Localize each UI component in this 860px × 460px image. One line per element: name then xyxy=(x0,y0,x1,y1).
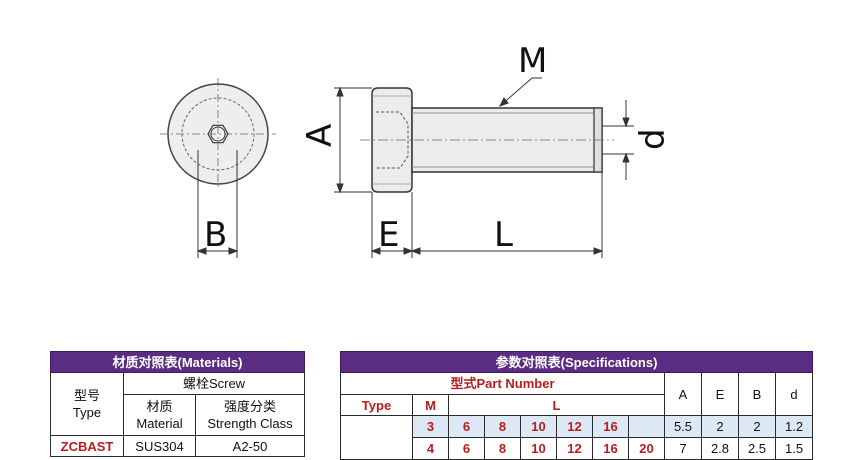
specs-e-header: E xyxy=(701,372,739,416)
e-arrow-left xyxy=(370,247,381,255)
e-arrow-right xyxy=(403,247,414,255)
specs-row-l xyxy=(628,415,665,438)
materials-table: 材质对照表(Materials) 型号 Type 螺栓Screw 材质 Mate… xyxy=(49,351,306,457)
specs-row-l: 8 xyxy=(484,437,521,460)
b-label: B xyxy=(204,215,227,255)
specs-row-m: 3 xyxy=(412,415,449,438)
materials-screw-header: 螺栓Screw xyxy=(122,372,306,395)
specs-row-d: 1.5 xyxy=(774,437,814,460)
specs-row-type xyxy=(340,415,413,460)
specs-row-b: 2 xyxy=(738,415,776,438)
side-view xyxy=(360,87,614,193)
specs-row-l: 8 xyxy=(484,415,521,438)
b-arrow-right xyxy=(228,247,239,255)
specs-row-a: 7 xyxy=(664,437,702,460)
specs-header-row: 型式Part Number A E B d xyxy=(340,372,814,416)
m-leader-arrow xyxy=(498,97,509,107)
specs-row-l: 10 xyxy=(520,437,557,460)
specs-title: 参数对照表(Specifications) xyxy=(339,351,814,373)
specs-row-d: 1.2 xyxy=(774,415,814,438)
l-arrow-right xyxy=(593,247,604,255)
specs-row-l: 12 xyxy=(556,415,593,438)
specs-row: 3 6 8 10 12 16 5.5 2 2 1.2 xyxy=(340,415,814,460)
specs-row-m: 4 xyxy=(412,437,449,460)
specs-title-row: 参数对照表(Specifications) xyxy=(339,351,814,373)
b-arrow-left xyxy=(196,247,207,255)
specs-row-l: 6 xyxy=(448,437,485,460)
specs-row-l: 20 xyxy=(628,437,665,460)
specs-row-b: 2.5 xyxy=(738,437,776,460)
specs-d-header: d xyxy=(774,372,814,416)
dimensions xyxy=(334,77,634,258)
a-arrow-bottom xyxy=(336,183,344,194)
e-label: E xyxy=(378,215,399,255)
materials-type-header: 型号 Type xyxy=(50,372,124,436)
materials-row-material: SUS304 xyxy=(123,435,196,457)
materials-row: ZCBAST SUS304 A2-50 xyxy=(50,435,306,457)
materials-subheader-row: 材质 Material 强度分类 Strength Class xyxy=(51,394,306,436)
specs-row-l: 12 xyxy=(556,437,593,460)
specs-row-l: 16 xyxy=(592,415,629,438)
l-arrow-left xyxy=(410,247,421,255)
specs-row-e: 2 xyxy=(701,415,739,438)
l-label: L xyxy=(494,215,513,255)
materials-header-row: 型号 Type 螺栓Screw xyxy=(50,372,306,436)
a-label: A xyxy=(300,124,340,147)
materials-row-strength: A2-50 xyxy=(194,435,306,457)
specs-row-l: 6 xyxy=(448,415,485,438)
specifications-table: 参数对照表(Specifications) 型式Part Number A E … xyxy=(339,351,814,460)
specs-m-header: M xyxy=(412,394,449,416)
d-arrow-bottom xyxy=(622,152,630,163)
m-label: M xyxy=(518,41,547,81)
hex-socket-hidden xyxy=(376,111,409,169)
materials-title-row: 材质对照表(Materials) xyxy=(49,351,306,373)
specs-subheader-row: Type M L xyxy=(340,394,813,416)
specs-row-e: 2.8 xyxy=(701,437,739,460)
technical-drawing: B M A d xyxy=(160,41,673,258)
materials-material-header: 材质 Material xyxy=(123,394,196,436)
materials-strength-header: 强度分类 Strength Class xyxy=(194,394,306,436)
specs-b-header: B xyxy=(738,372,776,416)
d-arrow-top xyxy=(622,117,630,128)
end-view xyxy=(160,78,276,258)
specs-type-header: Type xyxy=(340,394,413,416)
a-arrow-top xyxy=(336,86,344,97)
specs-l-header: L xyxy=(448,394,665,416)
specs-row-a: 5.5 xyxy=(664,415,702,438)
specs-a-header: A xyxy=(664,372,702,416)
specs-row-l: 16 xyxy=(592,437,629,460)
specs-part-number-header: 型式Part Number xyxy=(340,372,665,395)
d-label: d xyxy=(633,128,673,150)
materials-title: 材质对照表(Materials) xyxy=(49,351,306,373)
specs-row-l: 10 xyxy=(520,415,557,438)
materials-row-type: ZCBAST xyxy=(50,435,124,457)
